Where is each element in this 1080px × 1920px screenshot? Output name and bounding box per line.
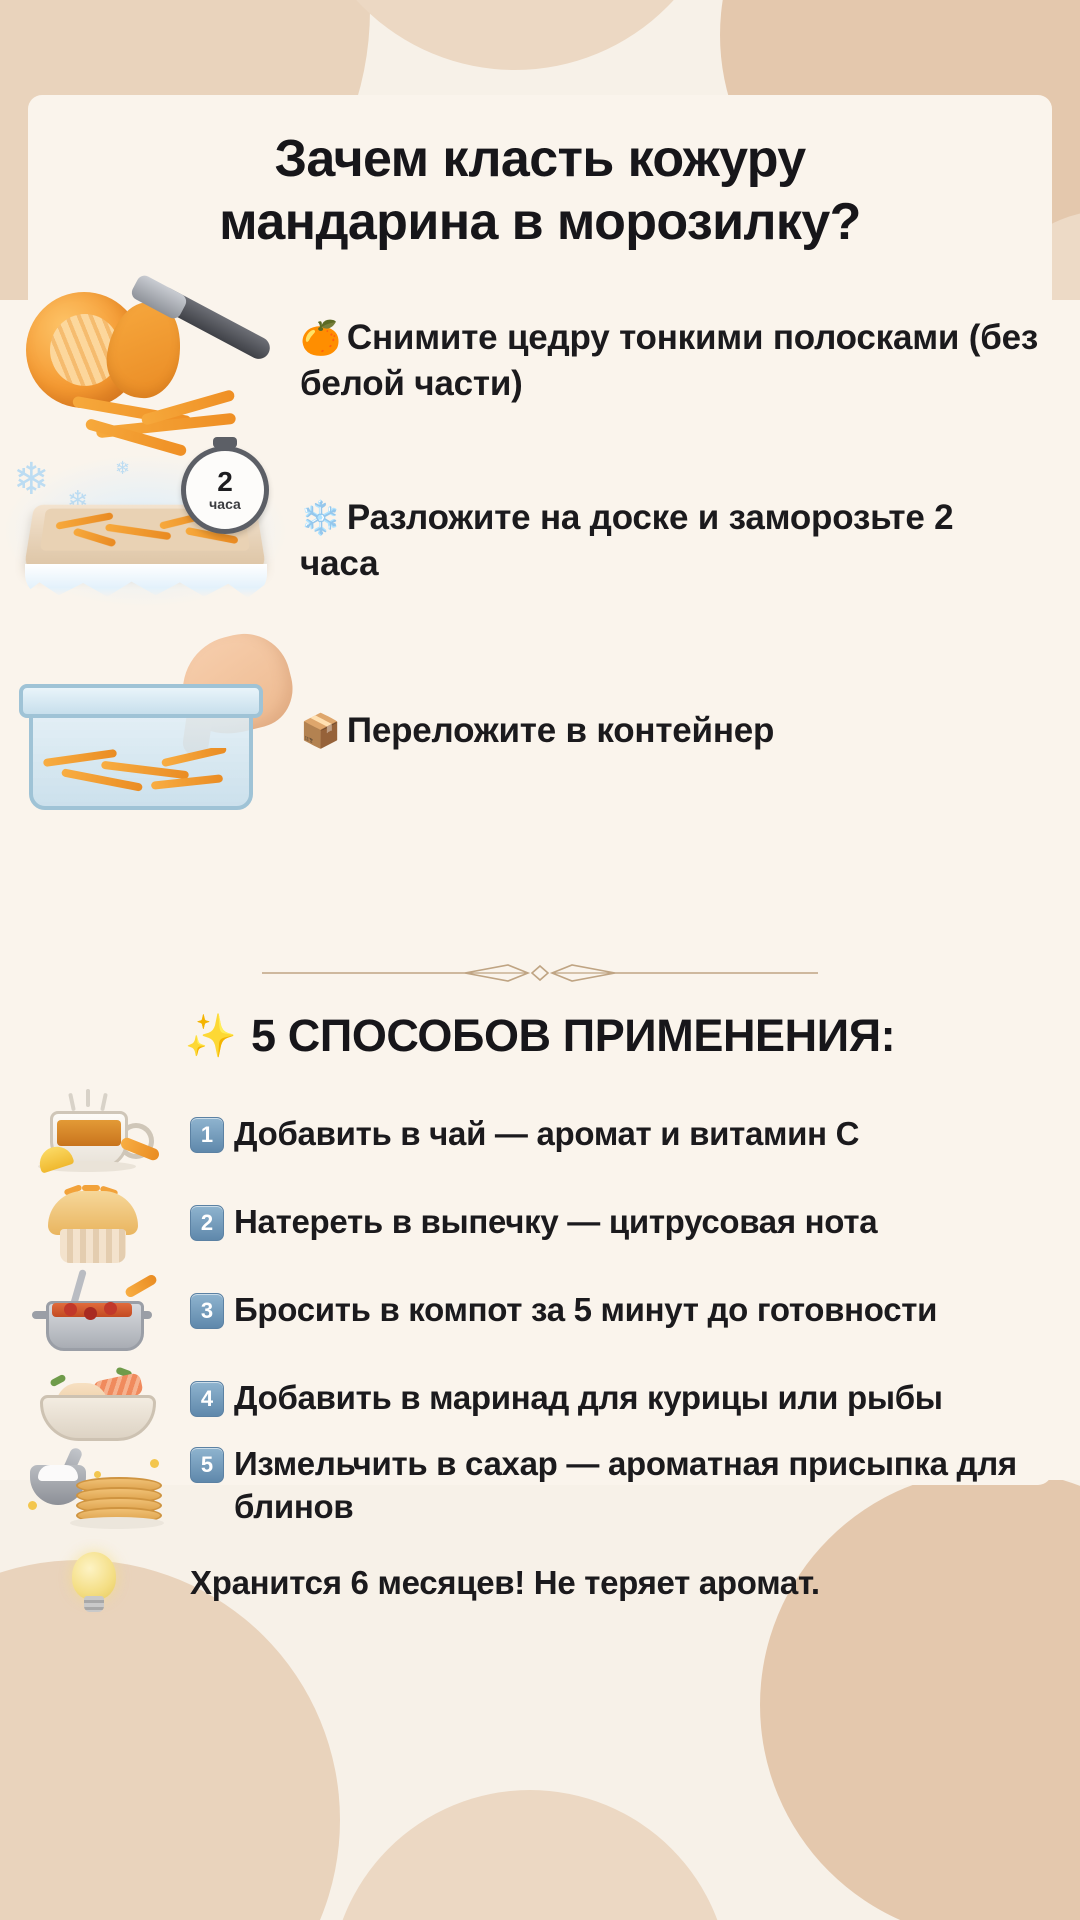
pot-handle-shape — [32, 1311, 50, 1319]
compote-pot-illustration — [0, 1266, 190, 1354]
lightbulb-base-shape — [84, 1596, 104, 1612]
snowflake-emoji: ❄️ — [300, 497, 341, 537]
usage-body: 5 Измельчить в сахар — ароматная присыпк… — [190, 1443, 1054, 1529]
step-item: ❄ ❄ ❄ 2 часа — [0, 446, 1080, 636]
list-item: 3 Бросить в компот за 5 минут до готовно… — [0, 1266, 1080, 1354]
sparkles-icon: ✨ — [184, 1011, 238, 1060]
usage-body: 3 Бросить в компот за 5 минут до готовно… — [190, 1289, 1054, 1332]
list-number-badge: 3 — [190, 1292, 224, 1329]
zest-strip-shape — [82, 1185, 100, 1191]
saucer-shape — [38, 1161, 136, 1172]
zest-strip-shape — [160, 748, 228, 768]
usage-body: 2 Натереть в выпечку — цитрусовая нота — [190, 1201, 1054, 1244]
orange-peeler-illustration — [0, 272, 300, 458]
list-number-badge: 1 — [190, 1116, 224, 1153]
container-zest-fill — [41, 748, 233, 796]
container-hand-illustration — [0, 624, 301, 826]
tea-cup-illustration — [0, 1089, 190, 1178]
step-label: Переложите в контейнер — [346, 710, 775, 750]
storage-tip: Хранится 6 месяцев! Не теряет аромат. — [0, 1530, 1080, 1628]
herb-shape — [49, 1373, 67, 1388]
berry-shape — [84, 1307, 97, 1320]
list-item: 1 Добавить в чай — аромат и витамин C — [0, 1089, 1080, 1178]
timer-badge: 2 часа — [181, 446, 269, 534]
usage-label: Измельчить в сахар — ароматная присыпка … — [234, 1445, 1017, 1525]
sparkle-dot-icon — [28, 1501, 37, 1510]
tea-liquid-shape — [57, 1120, 121, 1146]
list-item: 4 Добавить в маринад для курицы или рыбы — [0, 1354, 1080, 1442]
list-number-badge: 2 — [190, 1204, 224, 1241]
step-label: Снимите цедру тонкими полосками (без бел… — [300, 317, 1039, 403]
step-text: ❄️Разложите на доске и заморозьте 2 часа — [300, 495, 1080, 587]
step-text: 📦Переложите в контейнер — [300, 708, 1080, 754]
snowflake-icon: ❄ — [115, 458, 131, 479]
step-item: 📦Переложите в контейнер — [0, 624, 1080, 826]
usage-list: 1 Добавить в чай — аромат и витамин C 2 — [0, 1089, 1080, 1628]
title-line-2: мандарина в морозилку? — [219, 193, 861, 252]
snowflake-icon: ❄ — [13, 454, 50, 505]
sparkle-dot-icon — [150, 1459, 159, 1468]
sparkle-dot-icon — [94, 1471, 101, 1478]
step-label: Разложите на доске и заморозьте 2 часа — [300, 497, 954, 583]
zest-strip-shape — [123, 1273, 159, 1299]
decorative-divider — [0, 960, 1080, 986]
sugar-shape — [38, 1465, 78, 1481]
list-item: 2 Натереть в выпечку — цитрусовая нота — [0, 1178, 1080, 1266]
usage-label: Добавить в маринад для курицы или рыбы — [234, 1378, 943, 1416]
lightbulb-illustration — [0, 1539, 190, 1627]
tangerine-emoji: 🍊 — [300, 317, 341, 357]
divider-ornament-icon — [262, 964, 818, 982]
tip-label: Хранится 6 месяцев! Не теряет аромат. — [190, 1564, 820, 1601]
package-emoji: 📦 — [300, 710, 341, 750]
usage-label: Бросить в компот за 5 минут до готовност… — [234, 1290, 938, 1328]
steam-shape — [86, 1089, 90, 1107]
lightbulb-icon — [72, 1552, 116, 1600]
muffin-top-shape — [48, 1191, 138, 1235]
plate-shape — [70, 1517, 164, 1529]
page-title: Зачем класть кожуру мандарина в морозилк… — [0, 128, 1080, 255]
steps-list: 🍊Снимите цедру тонкими полосками (без бе… — [0, 272, 1080, 826]
timer-number: 2 — [217, 465, 233, 497]
usage-label: Добавить в чай — аромат и витамин C — [234, 1114, 860, 1152]
section-title: 5 СПОСОБОВ ПРИМЕНЕНИЯ: — [251, 1010, 896, 1061]
list-item: 5 Измельчить в сахар — ароматная присыпк… — [0, 1442, 1080, 1530]
list-number-badge: 5 — [190, 1447, 224, 1484]
berry-shape — [64, 1303, 77, 1316]
bowl-shape — [40, 1395, 156, 1441]
list-number-badge: 4 — [190, 1380, 224, 1417]
timer-unit: часа — [209, 495, 241, 512]
pancake-stack-shape — [70, 1477, 164, 1529]
section-header: ✨ 5 СПОСОБОВ ПРИМЕНЕНИЯ: — [0, 1010, 1080, 1062]
usage-label: Натереть в выпечку — цитрусовая нота — [234, 1202, 878, 1240]
freezer-tray-illustration: ❄ ❄ ❄ 2 часа — [0, 446, 300, 636]
title-line-1: Зачем класть кожуру — [274, 130, 806, 188]
cup-handle-shape — [118, 1123, 154, 1159]
steam-shape — [100, 1092, 108, 1112]
step-item: 🍊Снимите цедру тонкими полосками (без бе… — [0, 272, 1080, 458]
container-lid-shape — [19, 684, 263, 718]
berry-shape — [104, 1302, 117, 1315]
steam-shape — [68, 1092, 76, 1112]
marinade-bowl-illustration — [0, 1354, 190, 1442]
step-text: 🍊Снимите цедру тонкими полосками (без бе… — [300, 315, 1080, 407]
muffin-illustration — [0, 1178, 190, 1266]
usage-body: 1 Добавить в чай — аромат и витамин C — [190, 1113, 1054, 1156]
usage-body: 4 Добавить в маринад для курицы или рыбы — [190, 1377, 1054, 1420]
muffin-wrapper-shape — [60, 1229, 126, 1263]
mortar-pancakes-illustration — [0, 1442, 190, 1530]
zest-topping-group — [63, 1184, 119, 1197]
